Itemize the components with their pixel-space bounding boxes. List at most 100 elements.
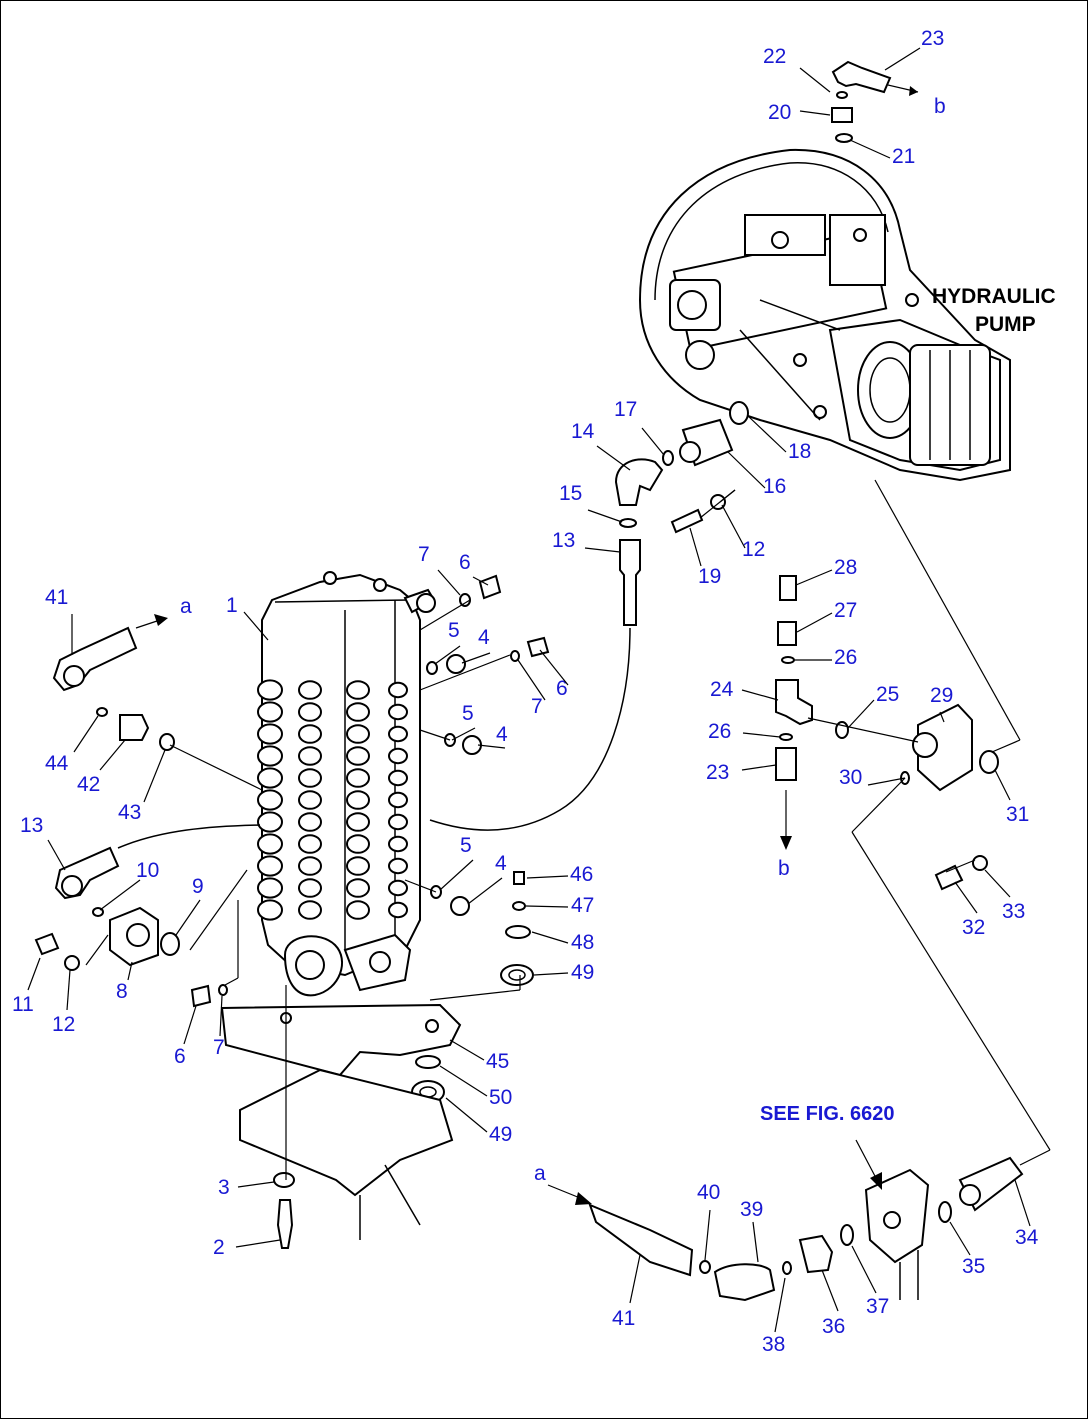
- callout-leader-line: [467, 877, 503, 905]
- valve-spool: [257, 877, 283, 899]
- callout-20: 20: [768, 101, 791, 124]
- callout-leader-line: [1014, 1179, 1031, 1227]
- part-22-oring: [836, 91, 848, 99]
- part-20-adapter: [831, 107, 853, 123]
- valve-spool: [388, 879, 408, 897]
- callout-30: 30: [839, 766, 862, 789]
- hose-13-left-line: [117, 824, 261, 849]
- part-26-oring-top: [781, 656, 795, 664]
- valve-spools: [257, 679, 408, 921]
- callout-18: 18: [788, 440, 811, 463]
- callout-39: 39: [740, 1198, 763, 1221]
- valve-spool: [346, 702, 370, 722]
- arrow-b-label-bottom: b: [778, 857, 790, 880]
- part-50-washer: [415, 1055, 441, 1069]
- callout-48: 48: [571, 931, 594, 954]
- callout-leader-line: [73, 715, 99, 753]
- part-24-tee: [775, 679, 813, 726]
- callout-leader-line: [799, 110, 831, 116]
- part-13-fitting-left: [61, 875, 83, 897]
- callout-26: 26: [834, 646, 857, 669]
- part-4-plug-3: [450, 896, 470, 916]
- callout-leader-line: [66, 969, 71, 1011]
- callout-46: 46: [570, 863, 593, 886]
- callout-41: 41: [612, 1307, 635, 1330]
- part-14-elbow: [614, 458, 664, 506]
- valve-spool: [346, 834, 370, 854]
- valve-spool: [257, 745, 283, 767]
- callout-29: 29: [930, 684, 953, 707]
- callout-leader-line: [183, 1005, 197, 1045]
- callout-leader-line: [235, 1239, 281, 1248]
- part-45-bracket: [220, 1003, 462, 1077]
- valve-spool: [257, 855, 283, 877]
- valve-side-block-hole: [369, 951, 391, 973]
- arrow-a-label-bottom: a: [534, 1162, 546, 1185]
- callout-leader-line: [799, 67, 831, 93]
- part-5-oring-1: [426, 661, 438, 675]
- valve-spool: [298, 680, 322, 700]
- callout-41: 41: [45, 586, 68, 609]
- connection-lines: [85, 479, 1051, 1180]
- part-42-fitting: [119, 714, 150, 741]
- callout-leader-line: [689, 527, 702, 567]
- part-6-plug-lower: [190, 984, 212, 1008]
- part-21-oring: [835, 133, 853, 143]
- part-48-washer: [505, 925, 531, 939]
- callout-leader-line: [821, 1269, 839, 1312]
- callout-7: 7: [418, 543, 430, 566]
- callout-4: 4: [496, 723, 508, 746]
- part-33-washer: [972, 855, 988, 871]
- callout-leader-line: [449, 1039, 485, 1061]
- callout-13: 13: [20, 814, 43, 837]
- arrow-b-label-top: b: [934, 95, 946, 118]
- part-49-mount-top: [500, 964, 534, 986]
- callout-leader-line: [851, 1245, 877, 1294]
- callout-14: 14: [571, 420, 595, 443]
- part-18-oring: [729, 401, 749, 425]
- valve-spool: [257, 679, 283, 701]
- callout-35: 35: [962, 1255, 985, 1278]
- valve-spool: [298, 856, 322, 876]
- part-3-washer: [273, 1172, 295, 1188]
- part-32-bolt: [934, 864, 964, 891]
- callout-leader-line: [533, 972, 569, 976]
- callout-13: 13: [552, 529, 575, 552]
- see-fig-arrow: [855, 1139, 877, 1179]
- callout-leader-line: [795, 569, 833, 586]
- callout-23: 23: [921, 27, 944, 50]
- callout-leader-line: [596, 445, 631, 471]
- valve-spool: [298, 724, 322, 744]
- callout-leader-line: [451, 727, 476, 741]
- callout-6: 6: [556, 677, 568, 700]
- part-41-hose-bottom: [588, 1203, 694, 1277]
- valve-spool: [388, 857, 408, 875]
- callout-5: 5: [448, 619, 460, 642]
- elbow-23-top: [831, 60, 919, 96]
- part-17-oring: [662, 450, 674, 466]
- part-27-fitting: [777, 621, 797, 646]
- callout-leader-line: [437, 569, 461, 596]
- valve-spool: [257, 767, 283, 789]
- valve-spool: [388, 681, 408, 699]
- valve-spool: [298, 812, 322, 832]
- valve-spool: [346, 878, 370, 898]
- part-43-oring: [159, 733, 175, 751]
- callout-4: 4: [495, 852, 507, 875]
- part-19-bolt: [670, 508, 704, 534]
- callout-27: 27: [834, 599, 857, 622]
- part-12-washer: [710, 494, 726, 510]
- callout-leader-line: [219, 995, 223, 1037]
- part-23-hose-bottom: [775, 747, 797, 781]
- callout-leader-line: [939, 711, 945, 723]
- callout-24: 24: [710, 678, 734, 701]
- part-6-plug-right: [526, 636, 550, 658]
- valve-spool: [388, 747, 408, 765]
- valve-spool: [257, 723, 283, 745]
- part-29-flange: [917, 703, 973, 792]
- callout-leaders: [27, 47, 1031, 1333]
- callout-32: 32: [962, 916, 985, 939]
- see-fig-reference: SEE FIG. 6620: [760, 1103, 895, 1125]
